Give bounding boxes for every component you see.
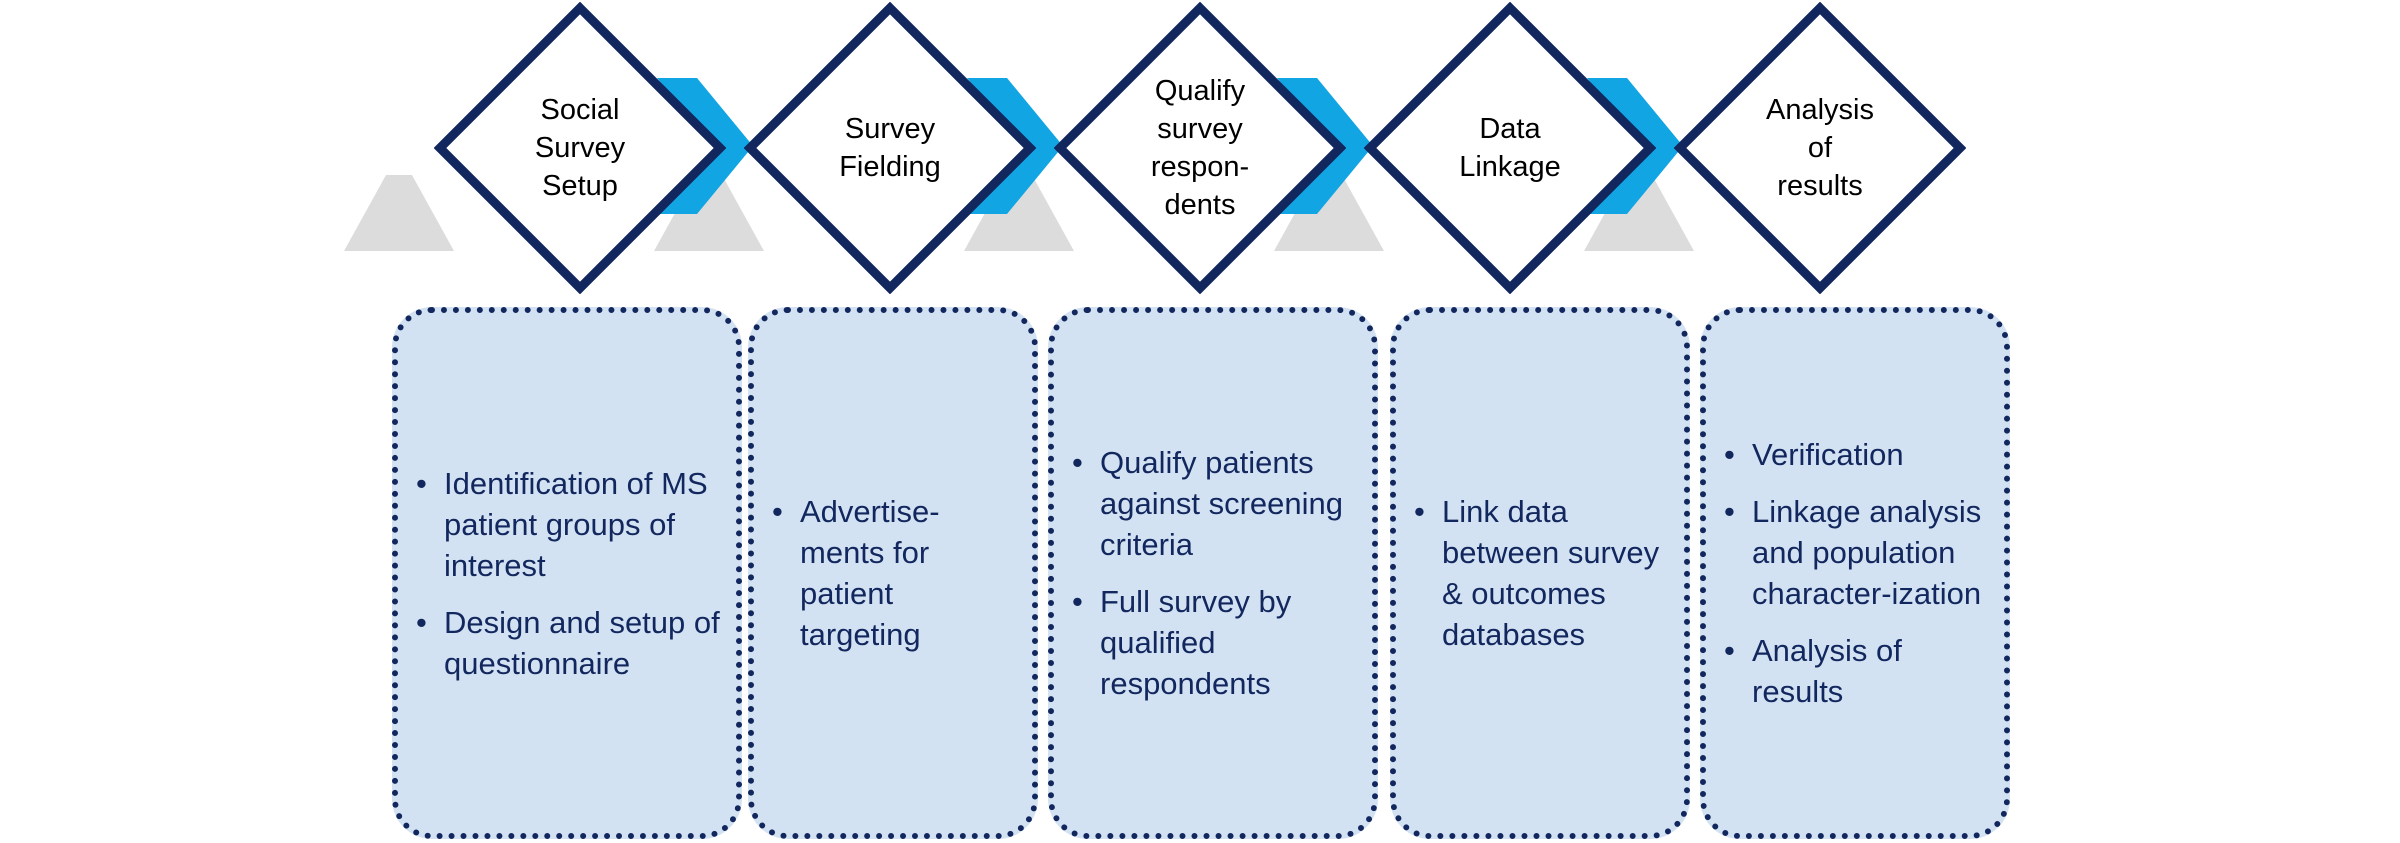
stage-diamond-survey-fielding[interactable]: Survey Fielding	[744, 2, 1036, 294]
detail-card-analysis-of-results[interactable]: Verification Linkage analysis and popula…	[1700, 307, 2010, 839]
bullet-list-1: Identification of MS patient groups of i…	[408, 463, 722, 684]
bullet-list-3: Qualify patients against screening crite…	[1064, 442, 1358, 704]
bullet-list-5: Verification Linkage analysis and popula…	[1716, 434, 1990, 712]
bullet-list-4: Link data between survey & outcomes data…	[1406, 491, 1670, 655]
list-item: Qualify patients against screening crite…	[1064, 442, 1358, 565]
chevron-right-icon-1	[657, 78, 753, 214]
funnel-connector-3	[964, 175, 1074, 251]
list-item: Design and setup of questionnaire	[408, 602, 722, 684]
list-item: Verification	[1716, 434, 1990, 475]
funnel-connector-2	[654, 175, 764, 251]
list-item: Advertise-ments for patient targeting	[764, 491, 1018, 655]
funnel-connector-5	[1584, 175, 1694, 251]
list-item: Full survey by qualified respondents	[1064, 581, 1358, 704]
detail-card-data-linkage[interactable]: Link data between survey & outcomes data…	[1390, 307, 1690, 839]
list-item: Linkage analysis and population characte…	[1716, 491, 1990, 614]
chevron-right-icon-3	[1277, 78, 1373, 214]
funnel-connector-4	[1274, 175, 1384, 251]
bullet-list-2: Advertise-ments for patient targeting	[764, 491, 1018, 655]
funnel-connector-1	[344, 175, 454, 251]
list-item: Identification of MS patient groups of i…	[408, 463, 722, 586]
detail-card-survey-fielding[interactable]: Advertise-ments for patient targeting	[748, 307, 1038, 839]
stage-diamond-qualify-survey-respondents[interactable]: Qualify survey respon- dents	[1054, 2, 1346, 294]
chevron-right-icon-2	[967, 78, 1063, 214]
chevron-right-icon-4	[1587, 78, 1683, 214]
stage-diamond-data-linkage[interactable]: Data Linkage	[1364, 2, 1656, 294]
list-item: Analysis of results	[1716, 630, 1990, 712]
detail-card-qualify-survey-respondents[interactable]: Qualify patients against screening crite…	[1048, 307, 1378, 839]
stage-diamond-social-survey-setup[interactable]: Social Survey Setup	[434, 2, 726, 294]
detail-card-social-survey-setup[interactable]: Identification of MS patient groups of i…	[392, 307, 742, 839]
stage-diamond-analysis-of-results[interactable]: Analysis of results	[1674, 2, 1966, 294]
list-item: Link data between survey & outcomes data…	[1406, 491, 1670, 655]
